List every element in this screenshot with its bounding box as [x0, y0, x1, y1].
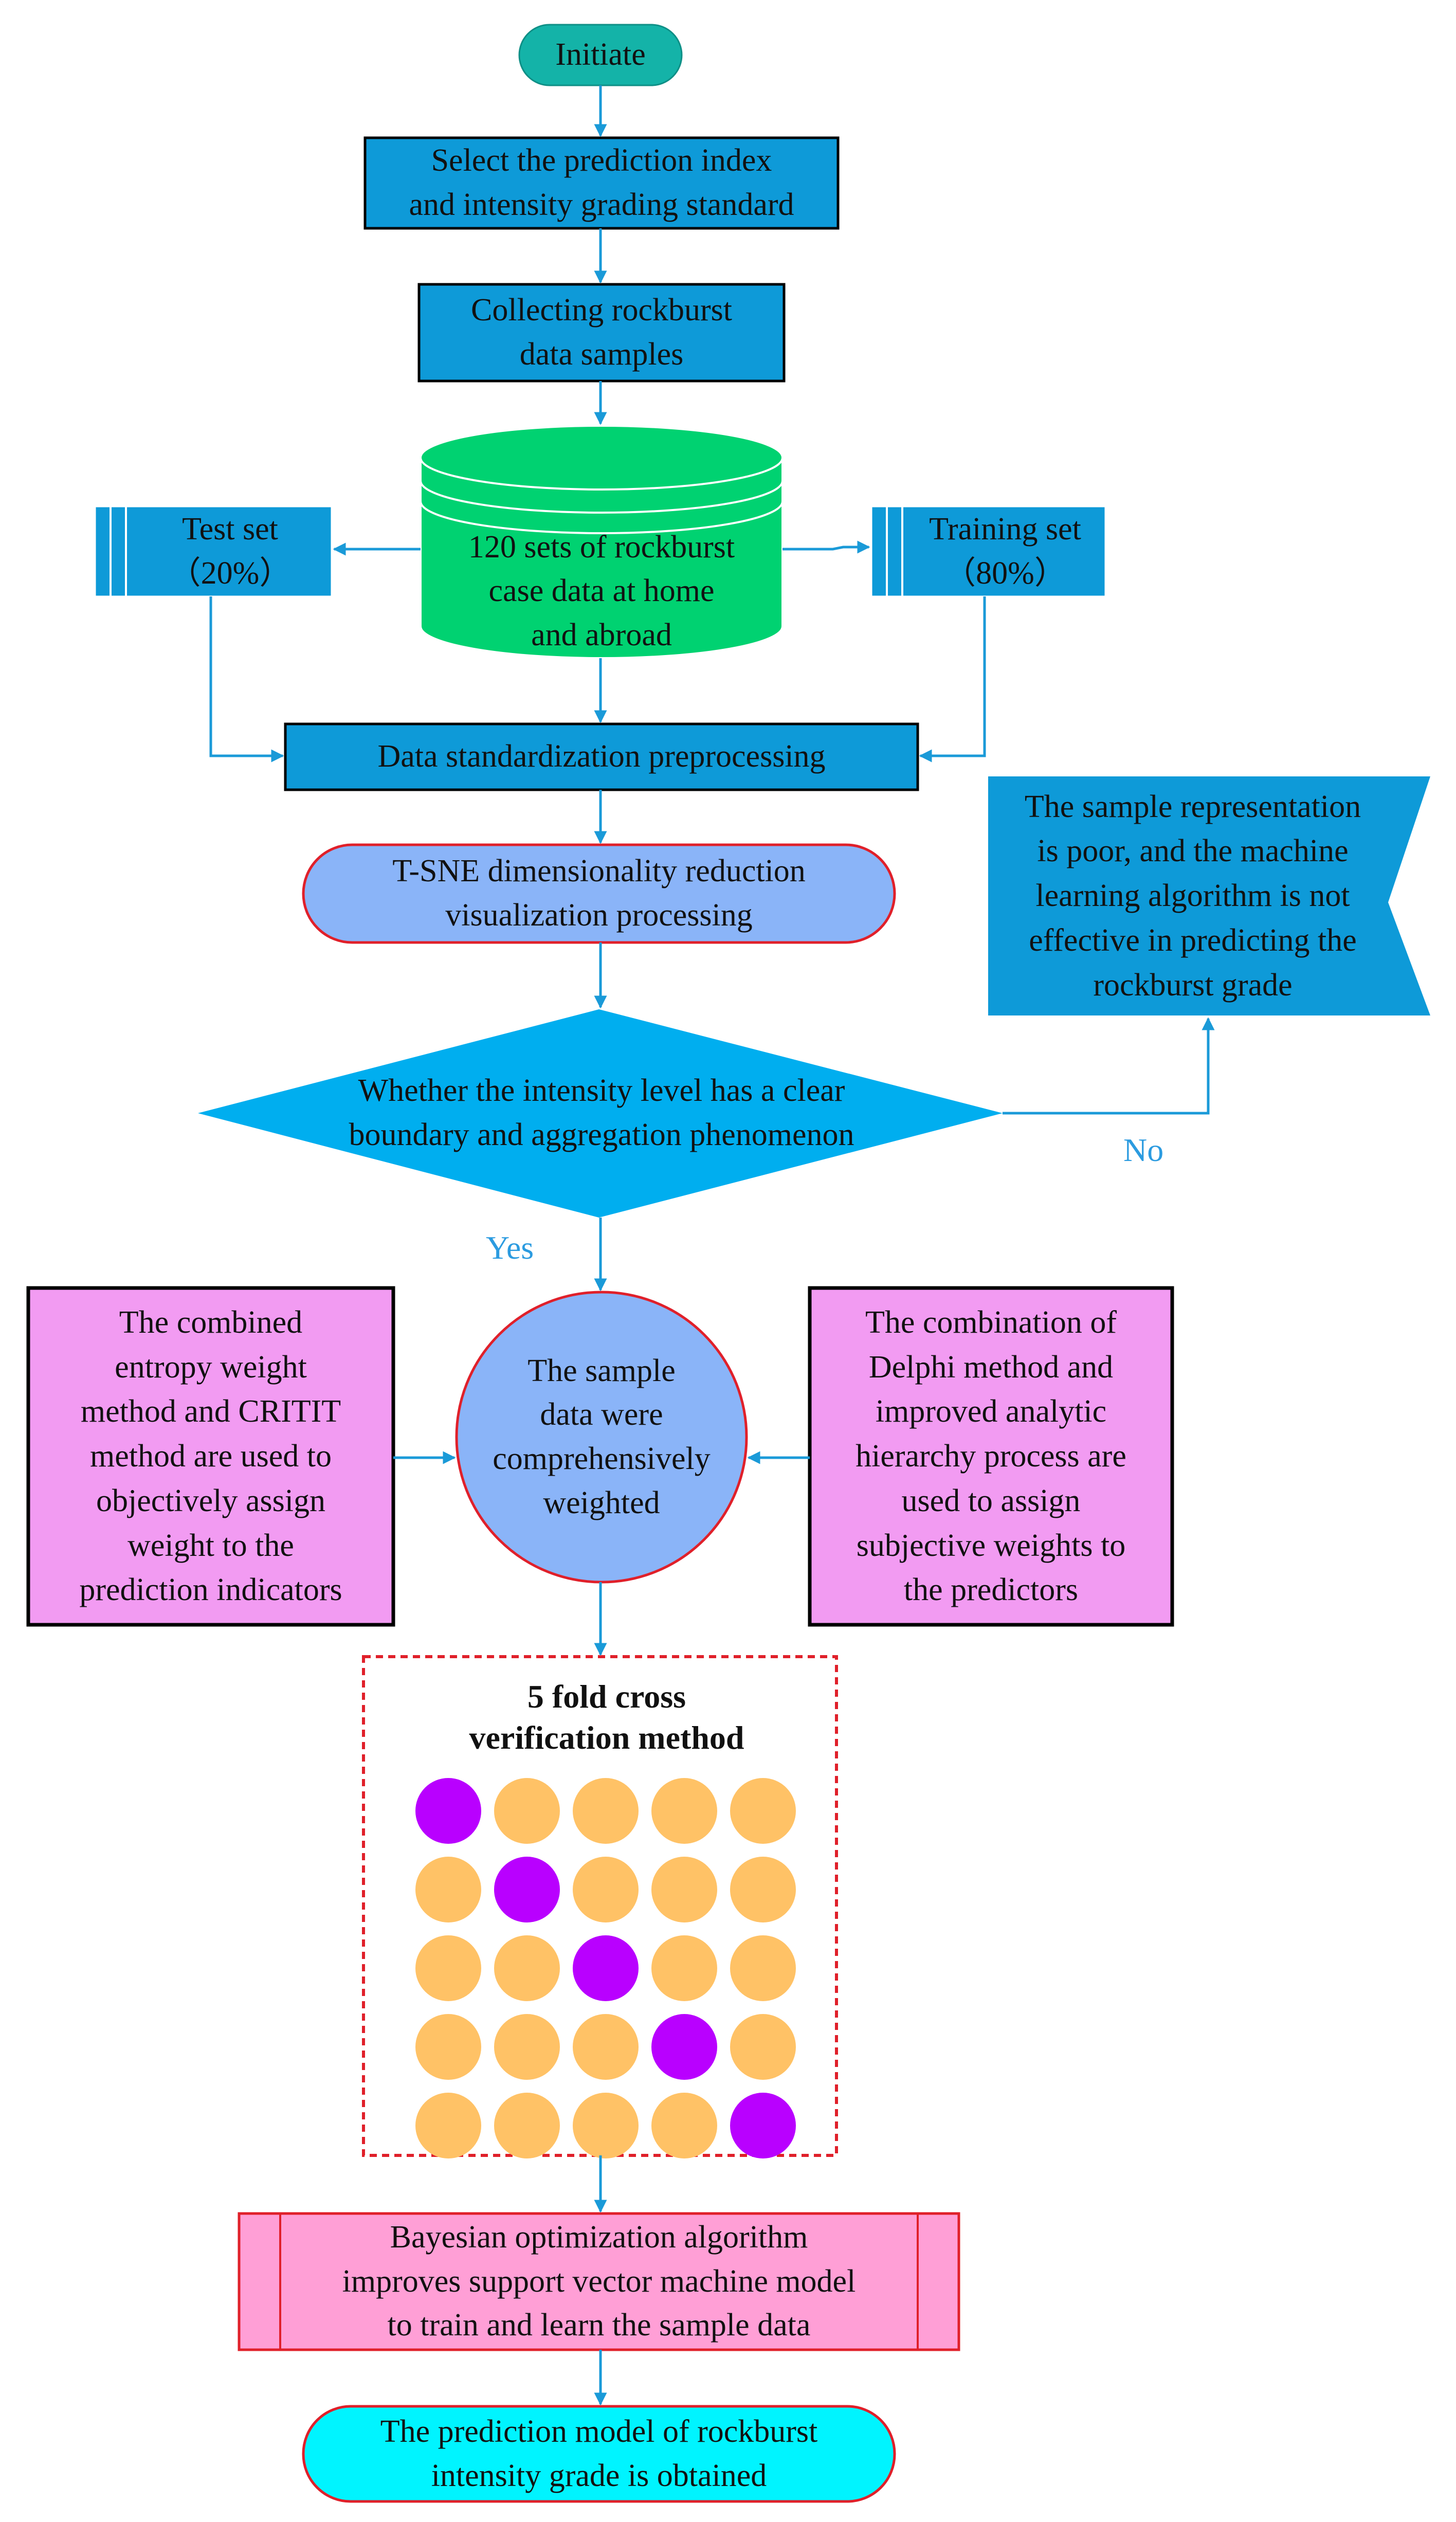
bayes-svm-shape: [238, 2212, 960, 2351]
bayes-svm-label: Bayesian optimization algorithm improves…: [342, 2220, 856, 2343]
dataset-label: 120 sets of rockburst case data at home …: [468, 529, 735, 652]
fold-dot-train: [651, 1857, 717, 1922]
cross-validation-frame: [362, 1655, 838, 2157]
tsne-shape: [302, 843, 896, 944]
objective-weight-shape: [26, 1286, 395, 1627]
fold-dot-train: [415, 2093, 481, 2158]
edge-label-yes: Yes: [486, 1229, 534, 1266]
fold-dot-train: [730, 1935, 796, 2001]
standardize-label: Data standardization preprocessing: [377, 739, 826, 774]
fold-dot-test: [730, 2093, 796, 2158]
fold-dot-test: [494, 1857, 560, 1922]
result-shape: [302, 2405, 896, 2503]
test-set-label: Test set （20%）: [169, 511, 292, 591]
fold-dot-test: [573, 1935, 639, 2001]
fold-dot-train: [573, 2093, 639, 2158]
fold-dot-train: [730, 1857, 796, 1922]
arrow-training-standardize: [919, 596, 986, 763]
select-index-shape: [363, 136, 840, 230]
objective-weight-label: The combined entropy weight method and C…: [79, 1304, 342, 1608]
collect-shape: [417, 283, 786, 383]
fold-dot-train: [573, 1857, 639, 1922]
fold-dot-train: [494, 2093, 560, 2158]
fold-dot-train: [494, 1778, 560, 1844]
fold-dot-train: [415, 1935, 481, 2001]
subjective-weight-label: The combination of Delphi method and imp…: [856, 1304, 1126, 1608]
fold-dot-train: [730, 1778, 796, 1844]
fold-dot-train: [573, 1778, 639, 1844]
fold-dot-train: [573, 2014, 639, 2080]
dataset-cylinder: [420, 425, 784, 659]
decision-diamond: [198, 1009, 1003, 1218]
training-set-label: Training set （80%）: [929, 511, 1081, 591]
cross-validation-title: 5 fold cross verification method: [469, 1678, 744, 1756]
collect-label: Collecting rockburst data samples: [471, 293, 732, 372]
training-set-shape: [870, 505, 1106, 597]
fold-dot-train: [415, 1857, 481, 1922]
fold-dot-test: [415, 1778, 481, 1844]
subjective-weight-shape: [808, 1286, 1174, 1627]
test-set-shape: [94, 505, 333, 597]
weighted-label: The sample data were comprehensively wei…: [493, 1353, 711, 1520]
initiate-label: Initiate: [555, 37, 646, 72]
fold-dot-train: [415, 2014, 481, 2080]
fold-dot-train: [730, 2014, 796, 2080]
fold-dot-train: [494, 2014, 560, 2080]
select-index-label: Select the prediction index and intensit…: [409, 143, 794, 222]
cross-validation-grid: [415, 1778, 796, 2158]
fold-dot-train: [651, 1935, 717, 2001]
edge-label-no: No: [1123, 1132, 1164, 1168]
arrow-decision-no: [1003, 1017, 1215, 1115]
standardize-shape: [284, 722, 919, 791]
result-label: The prediction model of rockburst intens…: [380, 2414, 818, 2493]
arrow-test-standardize: [209, 596, 284, 763]
fold-dot-test: [651, 2014, 717, 2080]
poor-sample-label: The sample representation is poor, and t…: [1024, 789, 1361, 1003]
tsne-label: T-SNE dimensionality reduction visualiza…: [392, 854, 806, 933]
fold-dot-train: [651, 2093, 717, 2158]
decision-label: Whether the intensity level has a clear …: [349, 1073, 854, 1152]
fold-dot-train: [651, 1778, 717, 1844]
fold-dot-train: [494, 1935, 560, 2001]
poor-sample-banner: [988, 776, 1430, 1015]
arrow-dataset-training: [782, 540, 870, 554]
